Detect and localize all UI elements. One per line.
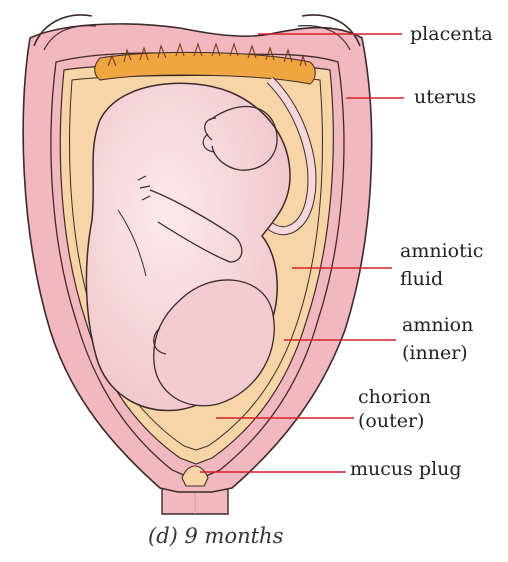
label-amniotic-line1: amniotic bbox=[400, 240, 483, 262]
label-chorion-line2: (outer) bbox=[358, 410, 424, 432]
figure-caption: (d) 9 months bbox=[148, 524, 283, 548]
fetus bbox=[86, 83, 290, 410]
label-mucus-plug: mucus plug bbox=[350, 458, 462, 480]
label-amnion-line1: amnion bbox=[402, 314, 473, 336]
label-amnion-line2: (inner) bbox=[402, 342, 468, 364]
label-chorion-line1: chorion bbox=[358, 386, 431, 408]
label-placenta: placenta bbox=[410, 23, 493, 45]
label-uterus: uterus bbox=[414, 86, 476, 108]
label-amniotic-line2: fluid bbox=[400, 268, 443, 290]
